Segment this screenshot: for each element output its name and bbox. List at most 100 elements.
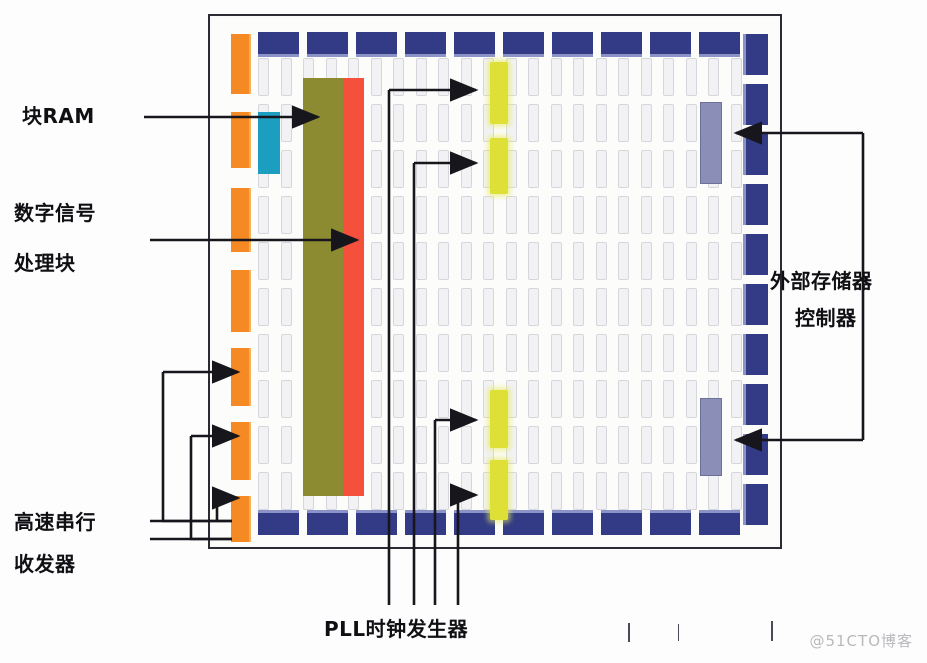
label-serdes-line1: 高速串行 <box>14 510 96 534</box>
block-ram-highlight <box>258 112 280 174</box>
fabric-cell <box>415 472 427 510</box>
fabric-cell <box>550 196 562 234</box>
fabric-cell <box>685 426 697 464</box>
pll-block-2 <box>490 138 508 194</box>
fabric-cell <box>280 426 292 464</box>
fabric-cell <box>528 380 539 418</box>
fabric-cell <box>550 242 562 280</box>
io-pad-right <box>743 334 768 375</box>
fabric-cell <box>280 242 292 280</box>
label-pll: PLL时钟发生器 <box>324 617 469 641</box>
fabric-cell <box>618 288 629 326</box>
fabric-cell <box>595 288 607 326</box>
fabric-cell <box>640 426 652 464</box>
fabric-cell <box>595 242 607 280</box>
fabric-cell <box>280 196 292 234</box>
fabric-cell <box>640 334 652 372</box>
fabric-cell <box>663 150 674 188</box>
fabric-cell <box>438 426 449 464</box>
fabric-cell <box>460 334 472 372</box>
label-block-ram: 块RAM <box>22 104 95 128</box>
fabric-cell <box>258 426 269 464</box>
fabric-cell <box>685 58 697 96</box>
io-pad-top <box>650 32 691 57</box>
fabric-cell <box>573 104 584 142</box>
fabric-cell <box>280 380 292 418</box>
fabric-cell <box>393 58 404 96</box>
fabric-cell <box>640 58 652 96</box>
fabric-cell <box>663 426 674 464</box>
fabric-cell <box>685 288 697 326</box>
fabric-cell <box>685 196 697 234</box>
fabric-cell <box>618 380 629 418</box>
fabric-cell <box>370 242 382 280</box>
fabric-cell <box>640 104 652 142</box>
pll-block-3 <box>490 390 508 448</box>
fabric-cell <box>618 334 629 372</box>
memory-controller-2 <box>700 398 722 476</box>
fabric-cell <box>663 334 674 372</box>
fabric-cell <box>505 334 517 372</box>
fabric-cell <box>595 334 607 372</box>
io-pad-right <box>743 84 768 125</box>
fabric-cell <box>438 380 449 418</box>
io-pad-right <box>743 234 768 275</box>
fabric-cell <box>528 426 539 464</box>
fabric-cell <box>370 104 382 142</box>
fabric-cell <box>685 334 697 372</box>
fabric-cell <box>730 196 742 234</box>
label-dsp-line1: 数字信号 <box>14 201 96 225</box>
serdes-block-4 <box>231 270 251 332</box>
fabric-cell <box>730 288 742 326</box>
fabric-cell <box>393 380 404 418</box>
fabric-cell <box>483 242 494 280</box>
fabric-cell <box>258 334 269 372</box>
fabric-cell <box>730 58 742 96</box>
fabric-cell <box>393 334 404 372</box>
fabric-cell <box>640 242 652 280</box>
fabric-cell <box>258 288 269 326</box>
fabric-cell <box>708 288 719 326</box>
fabric-cell <box>685 472 697 510</box>
io-pad-right <box>743 284 768 325</box>
fabric-cell <box>258 242 269 280</box>
fabric-cell <box>393 288 404 326</box>
fabric-cell <box>528 288 539 326</box>
fabric-cell <box>505 242 517 280</box>
io-pad-top <box>601 32 642 57</box>
fabric-cell <box>370 150 382 188</box>
fabric-cell <box>663 104 674 142</box>
fabric-cell <box>663 196 674 234</box>
fabric-cell <box>550 58 562 96</box>
io-pad-top <box>356 32 397 57</box>
serdes-block-3 <box>231 188 251 252</box>
fabric-row <box>256 56 756 100</box>
fabric-cell <box>595 58 607 96</box>
fabric-cell <box>528 58 539 96</box>
io-pad-right <box>743 34 768 75</box>
fabric-cell <box>258 380 269 418</box>
fabric-cell <box>438 472 449 510</box>
fabric-cell <box>663 380 674 418</box>
fabric-cell <box>595 380 607 418</box>
fabric-cell <box>708 196 719 234</box>
fabric-cell <box>483 196 494 234</box>
io-pad-right <box>743 184 768 225</box>
fabric-cell <box>730 334 742 372</box>
fabric-cell <box>663 472 674 510</box>
io-pad-top <box>699 32 740 57</box>
fabric-cell <box>393 104 404 142</box>
fabric-cell <box>618 242 629 280</box>
fabric-cell <box>393 150 404 188</box>
fabric-cell <box>550 334 562 372</box>
io-pad-bottom <box>699 510 740 535</box>
io-pad-bottom <box>454 510 495 535</box>
fabric-cell <box>708 58 719 96</box>
fabric-cell <box>573 288 584 326</box>
fabric-cell <box>640 150 652 188</box>
fabric-cell <box>393 472 404 510</box>
dsp-olive-column <box>303 78 343 496</box>
fabric-cell <box>730 150 742 188</box>
io-pad-bottom <box>258 510 299 535</box>
io-pad-bottom <box>601 510 642 535</box>
